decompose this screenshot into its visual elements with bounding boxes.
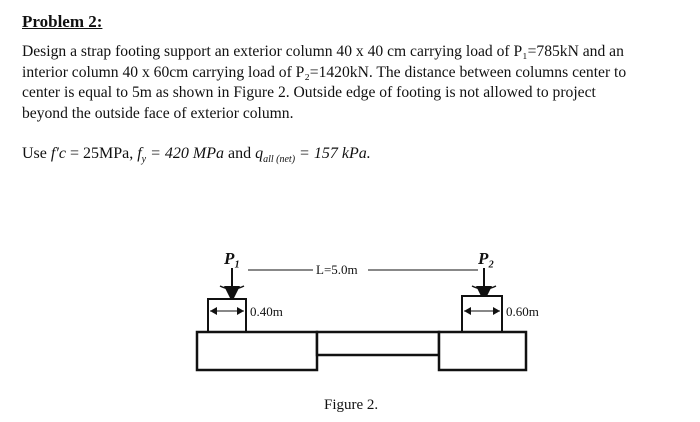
strap-beam [315, 330, 441, 357]
span-label: L=5.0m [316, 262, 358, 277]
exterior-footing [195, 330, 319, 372]
and-text: and [224, 145, 256, 162]
fy-subscript: y [141, 154, 147, 166]
use-prefix: Use [22, 145, 51, 162]
figure-caption: Figure 2. [324, 397, 379, 413]
q-symbol: q [255, 145, 264, 162]
fc-symbol: f′c [50, 145, 66, 162]
given-values: Use f′c = 25MPa, fy = 420 MPa and qall (… [22, 145, 371, 165]
p2-load-mark [471, 285, 497, 290]
exterior-column [207, 298, 247, 333]
fy-symbol: f [137, 145, 142, 162]
statement-line: beyond the outside face of exterior colu… [22, 104, 294, 122]
p1-label: P₁ [223, 249, 240, 268]
interior-footing [437, 330, 528, 372]
statement-line: center is equal to 5m as shown in Figure… [22, 84, 596, 101]
fy-value: = 420 MPa [146, 145, 224, 162]
p1-load-mark [219, 285, 245, 290]
problem-title: Problem 2: [22, 12, 103, 31]
fc-value: = 25MPa, [65, 145, 138, 162]
col1-width-label: 0.40m [250, 304, 283, 319]
statement-line: interior column 40 x 60cm carrying load … [22, 63, 627, 81]
p2-label: P₂ [477, 249, 494, 268]
q-subscript: all (net) [263, 154, 296, 166]
col1-dimension-arrows [210, 307, 244, 315]
statement-line: Design a strap footing support an exteri… [22, 43, 624, 60]
interior-column [461, 295, 503, 333]
col2-width-label: 0.60m [506, 304, 539, 319]
problem-statement: Design a strap footing support an exteri… [22, 42, 688, 124]
q-value: = 157 kPa. [295, 145, 371, 162]
